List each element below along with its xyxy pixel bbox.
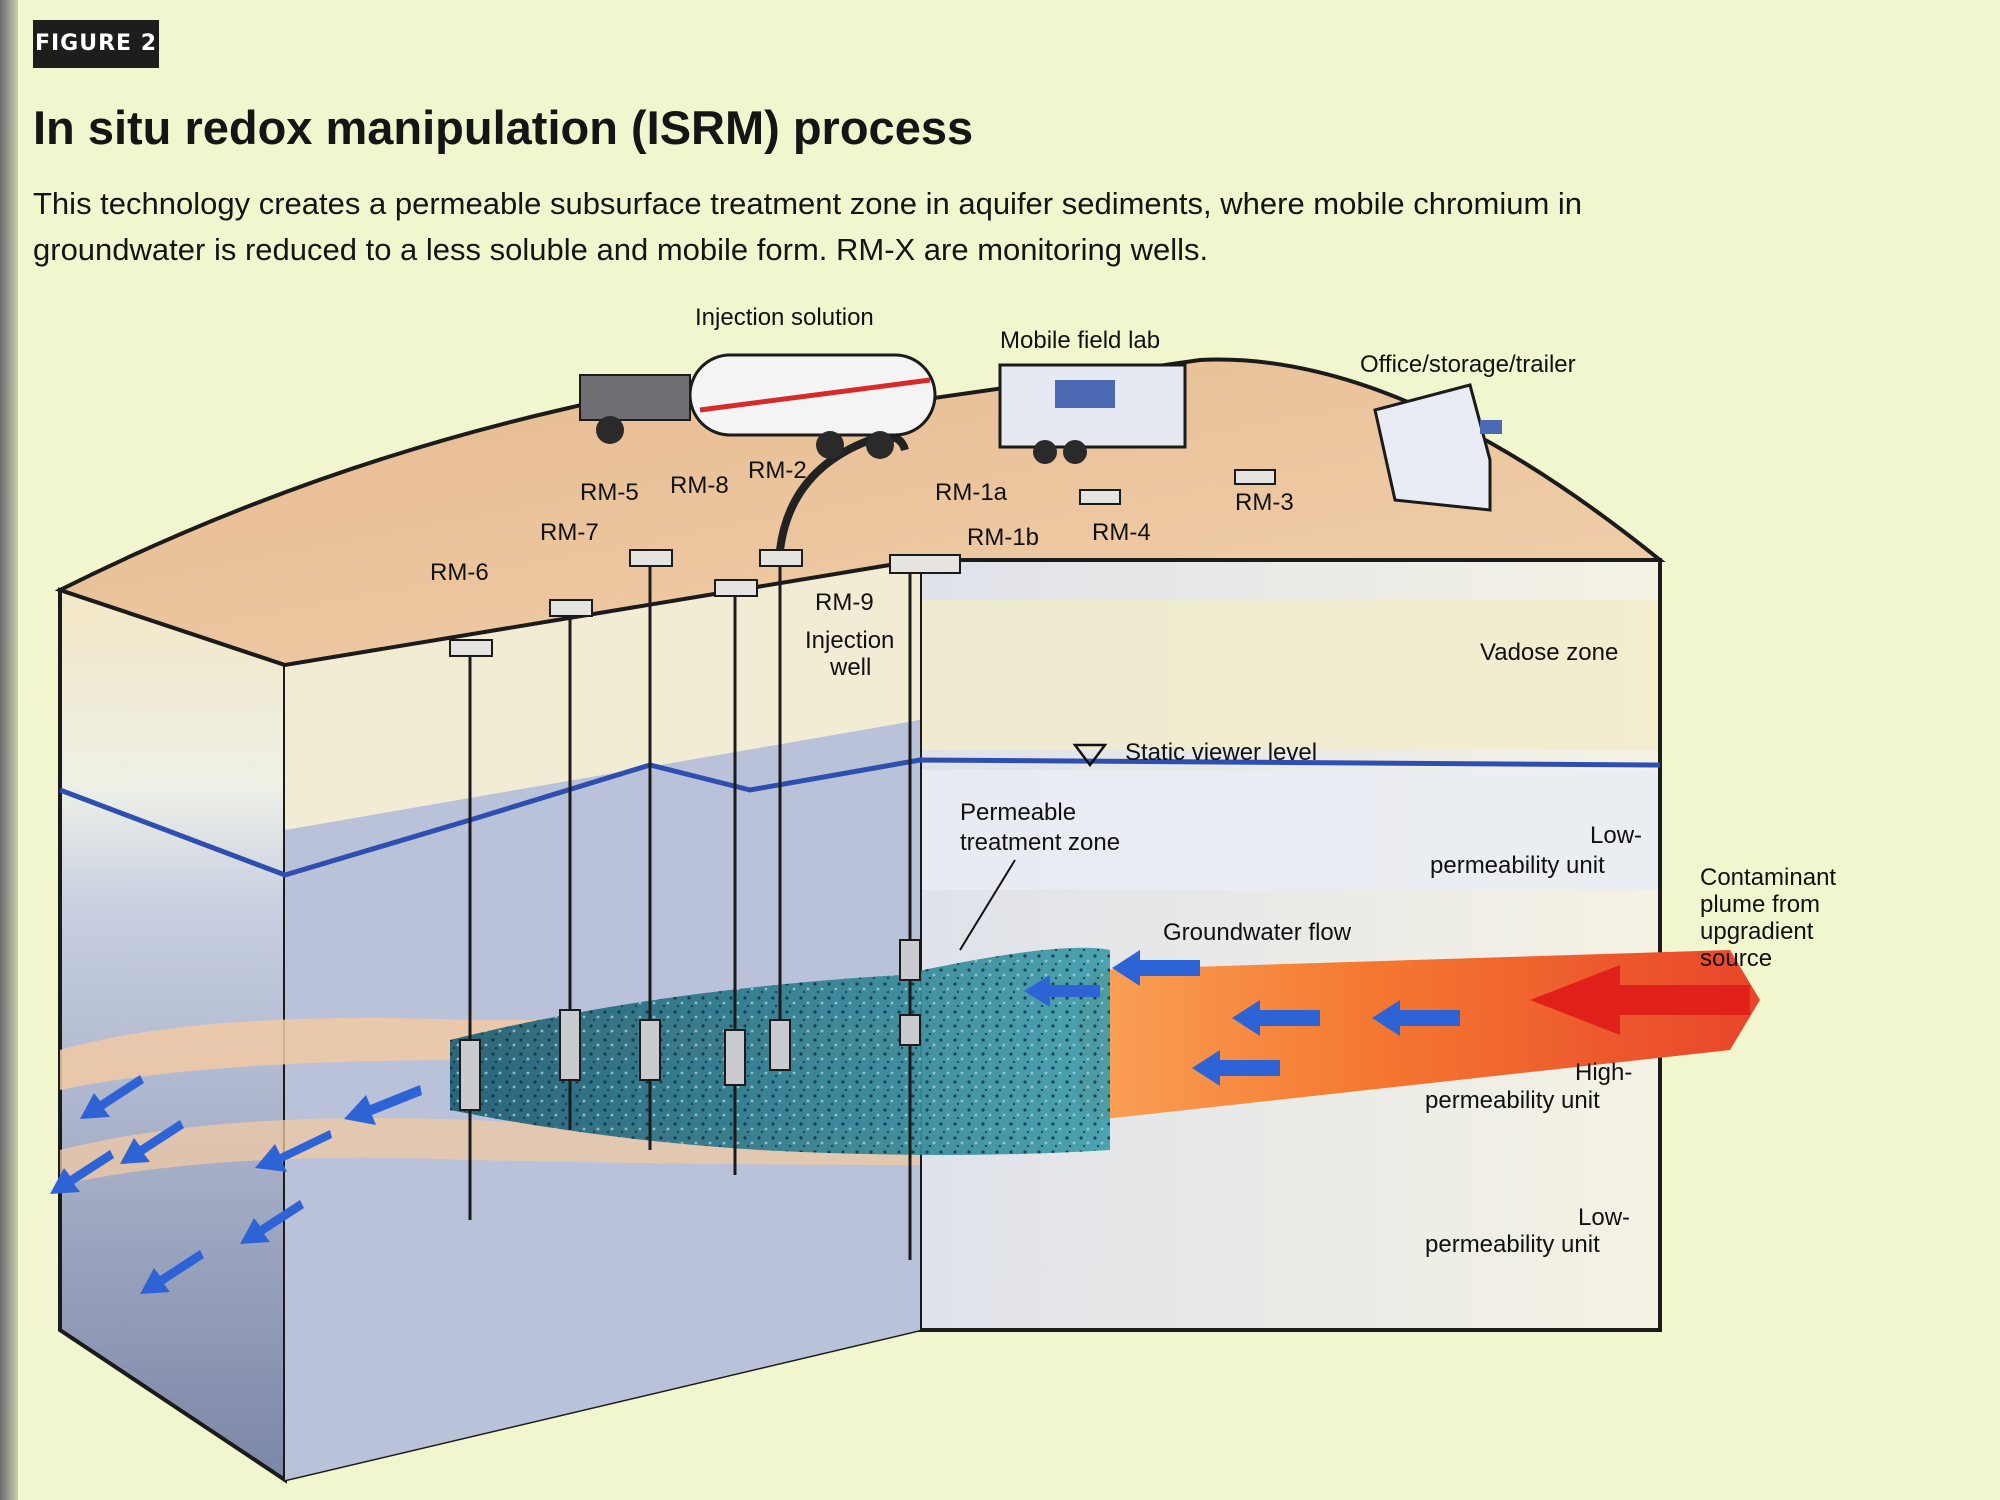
label-well-rm1b: RM-1b bbox=[967, 524, 1039, 551]
well-screen bbox=[724, 1029, 746, 1086]
label-well-rm3: RM-3 bbox=[1235, 489, 1294, 516]
flow-arrow bbox=[344, 1085, 422, 1125]
label-well-rm8: RM-8 bbox=[670, 472, 729, 499]
injection-hose bbox=[776, 432, 909, 551]
well-screen bbox=[769, 1019, 791, 1071]
label-low-perm-top-line1: Low- bbox=[1590, 822, 1642, 849]
well-pad bbox=[714, 579, 758, 597]
label-permeable-zone-line1: Permeable bbox=[960, 799, 1076, 826]
figure-title: In situ redox manipulation (ISRM) proces… bbox=[33, 101, 974, 154]
well-pad bbox=[759, 549, 803, 567]
well-screen bbox=[639, 1019, 661, 1081]
contaminant-source-arrow bbox=[1530, 965, 1750, 1035]
well-heads bbox=[449, 469, 1276, 657]
well-screen bbox=[459, 1039, 481, 1111]
label-well-rm7: RM-7 bbox=[540, 519, 599, 546]
permeable-zone-pointer bbox=[959, 859, 1016, 951]
well-pad bbox=[449, 639, 493, 657]
well-screen bbox=[899, 1014, 921, 1046]
well-pad bbox=[549, 599, 593, 617]
label-low-perm-bottom-line2: permeability unit bbox=[1425, 1231, 1600, 1258]
low-permeability-upper-band bbox=[922, 770, 1658, 890]
flow-arrow bbox=[1372, 1000, 1460, 1036]
label-contaminant-line1: Contaminant bbox=[1700, 864, 1836, 891]
flow-arrow bbox=[120, 1120, 184, 1164]
well-pad bbox=[1234, 469, 1276, 485]
cut-face-vadose bbox=[285, 560, 920, 830]
label-static-level: Static viewer level bbox=[1125, 739, 1317, 766]
flow-arrow bbox=[140, 1250, 204, 1294]
flow-arrow bbox=[50, 1150, 114, 1194]
well-pad bbox=[629, 549, 673, 567]
injection-tanker-truck bbox=[579, 353, 937, 459]
label-injection-well-line2: well bbox=[829, 654, 871, 681]
label-well-rm6: RM-6 bbox=[430, 559, 489, 586]
well-screen bbox=[559, 1009, 581, 1081]
figure-number-badge: FIGURE 2 bbox=[33, 20, 159, 68]
label-high-perm-line2: permeability unit bbox=[1425, 1087, 1600, 1114]
flow-arrow bbox=[255, 1130, 332, 1172]
groundwater-flow-arrows bbox=[50, 950, 1460, 1294]
flow-arrow bbox=[240, 1200, 304, 1244]
label-mobile-field-lab: Mobile field lab bbox=[1000, 327, 1160, 354]
flow-arrow bbox=[80, 1075, 144, 1119]
label-contaminant-line3: upgradient bbox=[1700, 918, 1814, 945]
label-office-storage-trailer: Office/storage/trailer bbox=[1360, 351, 1576, 378]
label-injection-well-line1: Injection bbox=[805, 627, 894, 654]
label-permeable-zone-line2: treatment zone bbox=[960, 829, 1120, 856]
flow-arrow bbox=[1024, 975, 1100, 1007]
office-trailer bbox=[1373, 383, 1502, 512]
vadose-band bbox=[922, 600, 1658, 750]
label-contaminant-line4: source bbox=[1700, 945, 1772, 972]
well-screen bbox=[899, 939, 921, 981]
flow-arrow bbox=[1232, 1000, 1320, 1036]
flow-arrow bbox=[1192, 1050, 1280, 1086]
page-binding-shadow bbox=[0, 0, 18, 1500]
label-vadose-zone: Vadose zone bbox=[1480, 639, 1618, 666]
figure-caption-line-2: groundwater is reduced to a less soluble… bbox=[33, 232, 1209, 267]
flow-arrow bbox=[1112, 950, 1200, 986]
static-level-triangle-icon bbox=[1072, 743, 1108, 768]
well-pad bbox=[1079, 489, 1121, 505]
label-groundwater-flow: Groundwater flow bbox=[1163, 919, 1352, 946]
well-pad bbox=[889, 554, 961, 574]
label-well-rm9: RM-9 bbox=[815, 589, 874, 616]
label-contaminant-line2: plume from bbox=[1700, 891, 1820, 918]
label-well-rm2: RM-2 bbox=[748, 457, 807, 484]
label-injection-solution: Injection solution bbox=[695, 304, 874, 331]
label-low-perm-top-line2: permeability unit bbox=[1430, 852, 1605, 879]
label-well-rm5: RM-5 bbox=[580, 479, 639, 506]
mobile-field-lab bbox=[998, 363, 1187, 464]
label-high-perm-line1: High- bbox=[1575, 1059, 1632, 1086]
label-low-perm-bottom-line1: Low- bbox=[1578, 1204, 1630, 1231]
label-well-rm1a: RM-1a bbox=[935, 479, 1008, 506]
label-well-rm4: RM-4 bbox=[1092, 519, 1151, 546]
figure-caption-line-1: This technology creates a permeable subs… bbox=[33, 186, 1583, 221]
well-screens bbox=[459, 939, 921, 1111]
